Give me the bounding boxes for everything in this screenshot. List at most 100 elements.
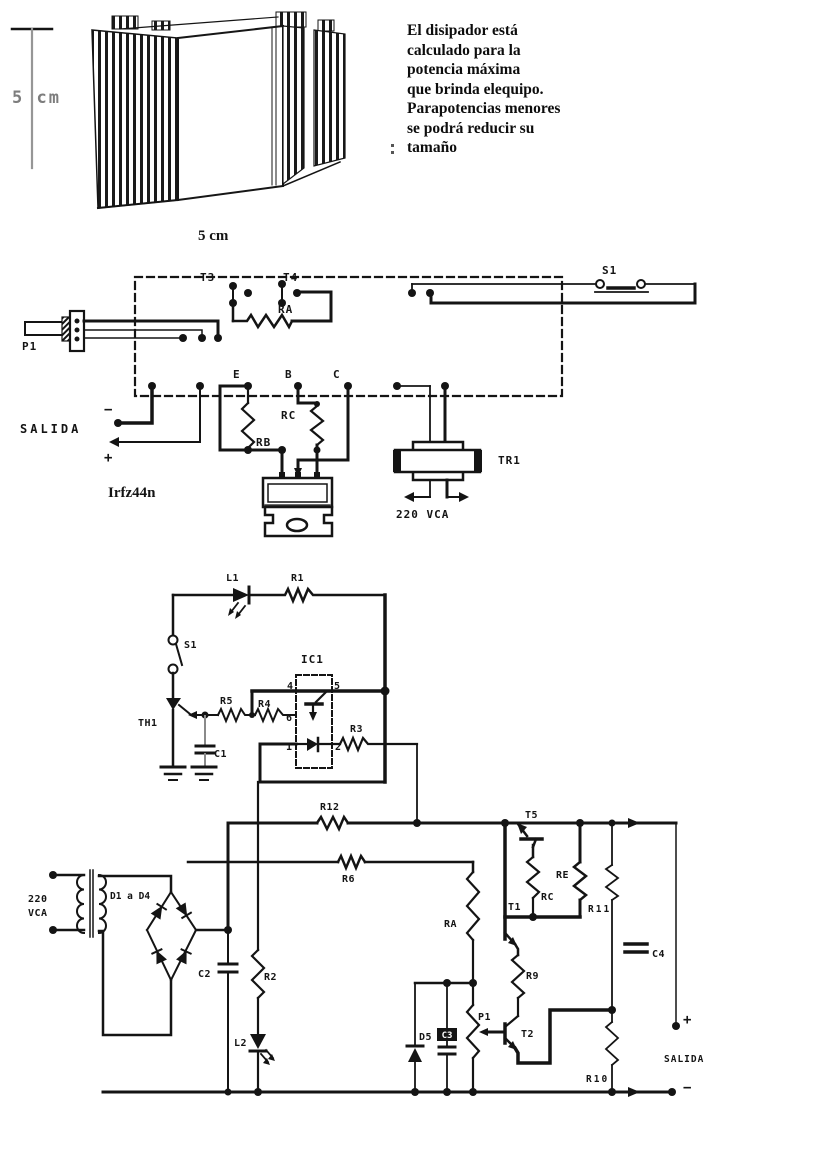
minus-sign: − [104,402,112,418]
bridge-diode-icon [176,948,192,965]
plus-sign-bottom: + [683,1012,691,1028]
r3-network: R3 [258,724,419,822]
bridge-diode-icon [150,902,168,920]
mains-voltage-label: 220 [28,894,48,905]
resistor-rb [240,401,256,450]
l1-label: L1 [226,573,239,584]
scan-artifact [391,144,394,147]
ra-p1-chain: RA P1 [444,860,507,1094]
resistor-r4 [253,706,297,724]
output-section: C4 + SALIDA − [623,822,704,1096]
heatsink-height-label: 5 cm [12,88,61,108]
output-salida: SALIDA − + [20,382,204,466]
r12-label: R12 [320,802,340,813]
t1-label: T1 [508,902,521,913]
th1-label: TH1 [138,718,158,729]
ic1-pin2-label: 2 [335,742,341,753]
switch-s1-icon [167,634,179,646]
ra-label: RA [278,303,293,316]
r11-label: R11 [588,904,611,915]
ic1-pin6-label: 6 [286,713,292,724]
re-label: RE [556,870,569,881]
potentiometer-p1 [465,1003,481,1060]
p1-label: P1 [22,340,37,353]
mains-unit-label: VCA [28,908,48,919]
ic1-pin5-label: 5 [334,681,340,692]
s1-label: S1 [602,264,617,277]
heatsink-note: El disipador está calculado para la pote… [407,21,607,158]
note-line: calculado para la [407,41,521,59]
heatsink-figure: 5 cm 5 cm [10,11,394,244]
resistor-re [571,860,589,902]
note-line: El disipador está [407,22,518,39]
salida-label: SALIDA [20,422,81,436]
ra-label-bottom: RA [444,919,457,930]
part-number-label: Irfz44n [108,485,156,501]
tr1-supply-label: 220 VCA [396,508,449,521]
ground-symbol [190,765,218,781]
t3-label: T3 [200,271,215,284]
rc-label-bottom: RC [541,892,554,903]
led-l2-icon [250,1034,266,1049]
resistor-rc-bottom [525,855,541,900]
r9-label: R9 [526,971,539,982]
d5-label: D5 [419,1032,432,1043]
note-line: que brinda elequipo. [407,80,544,98]
c1-label: C1 [214,749,227,760]
resistor-r3 [338,735,419,753]
t2-network: T2 R10 [503,1006,620,1093]
ground-rail [101,1087,676,1097]
minus-sign-bottom: − [683,1080,691,1096]
mains-transformer: 220 VCA D1 a D4 [28,869,232,1037]
r3-label: R3 [350,724,363,735]
t5-label: T5 [525,810,538,821]
switch-s1: S1 [408,264,697,305]
primary-coil-icon [76,873,86,935]
tr1-label: TR1 [498,454,521,467]
heatsink-width-label: 5 cm [198,228,229,244]
ic1-label: IC1 [301,653,324,666]
resistor-rc [309,404,325,447]
secondary-coil-icon [97,873,107,935]
p1-pot-label: P1 [478,1012,491,1023]
filter-branches: C2 R2 L2 [198,780,277,1094]
transformer-tr1: TR1 220 VCA [393,384,521,521]
t2-label: T2 [521,1029,534,1040]
resistor-r5 [216,706,256,724]
resistor-r1 [247,585,387,605]
r5-label: R5 [220,696,233,707]
circuit-schematic: L1 R1 S1 TH1 R5 [28,573,704,1097]
note-line: tamaño [407,139,457,156]
bridge-rectifier [145,890,198,982]
bridge-label: D1 a D4 [110,891,150,902]
r2-label: R2 [264,972,277,983]
salida-label-bottom: SALIDA [664,1054,704,1065]
note-line: Parapotencias menores [407,100,561,117]
resistor-r2 [250,948,266,1000]
regulator-transistors: T5 RC RE R11 T1 R9 [503,810,620,1018]
bridge-diode-icon [151,948,167,965]
heatsink-dimension-line [10,27,54,170]
b-label: B [285,368,293,381]
c-label: C [333,368,341,381]
r6-rail: R6 [186,852,475,885]
led-l1-icon [233,588,249,602]
heatsink-drawing [91,11,346,210]
e-label: E [233,368,241,381]
rb-label: RB [256,436,271,449]
r4-label: R4 [258,699,271,710]
resistor-r10 [604,1020,620,1067]
resistor-r9 [510,953,526,1000]
r1-label: R1 [291,573,304,584]
thyristor-th1-icon [166,698,181,710]
c3-label: C3 [442,1031,453,1041]
r10-label: R10 [586,1074,609,1085]
resistor-r12 [315,814,350,833]
reference-branches: D5 C3 [405,979,477,1093]
note-line: se podrá reducir su [407,119,535,137]
t4-label: T4 [283,271,298,284]
ic1-diode-icon [307,738,318,751]
ic1-pin1-label: 1 [286,742,292,753]
rc-label: RC [281,409,296,422]
